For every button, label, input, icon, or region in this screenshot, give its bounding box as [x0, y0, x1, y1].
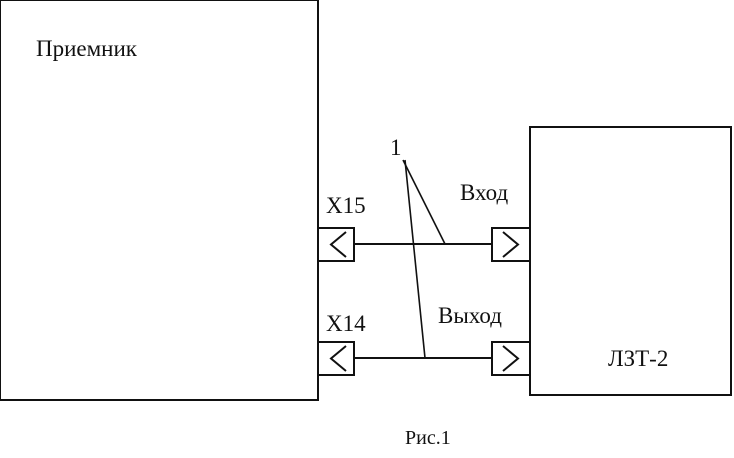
connector-x15-icon	[317, 227, 355, 262]
connector-input-label: Вход	[460, 180, 508, 205]
callout-leader-bottom	[404, 159, 426, 359]
figure-caption: Рис.1	[405, 427, 451, 449]
connector-output-label: Выход	[438, 303, 502, 328]
receiver-label: Приемник	[36, 36, 138, 61]
receiver-block	[0, 0, 319, 401]
device-label: ЛЗТ-2	[608, 346, 668, 371]
callout-leader-top	[402, 159, 446, 245]
connector-x14-label: X14	[326, 311, 366, 336]
connector-x15-label: X15	[326, 193, 366, 218]
connector-input-icon	[491, 227, 531, 262]
connector-x14-icon	[317, 341, 355, 376]
callout-number: 1	[390, 135, 402, 160]
connector-output-icon	[491, 341, 531, 376]
